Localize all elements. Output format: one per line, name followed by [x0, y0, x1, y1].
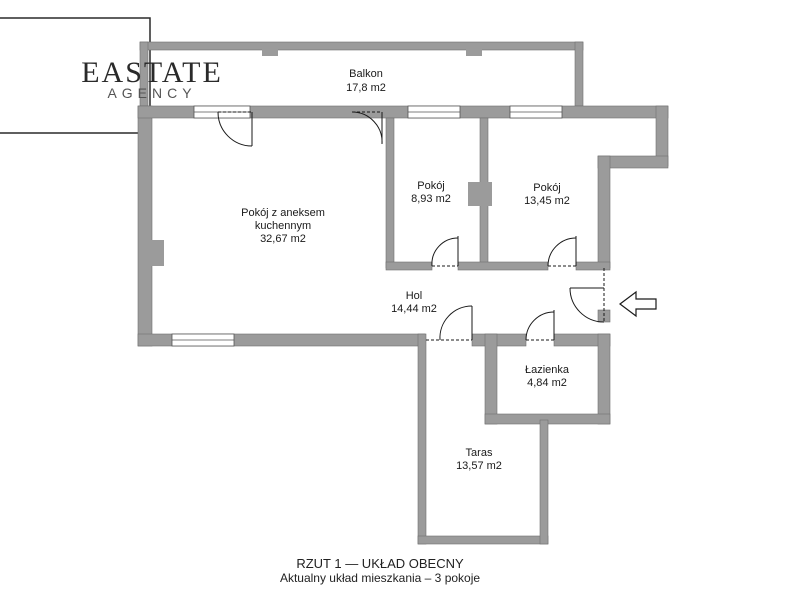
- wall-bathroom-left: [484, 333, 498, 425]
- room-name-terrace: Taras: [466, 447, 493, 459]
- doors: [217, 111, 605, 341]
- wall-terrace-left: [417, 333, 427, 545]
- wall-right-middle: [597, 155, 611, 269]
- room-area-hall: 14,44 m2: [391, 303, 437, 315]
- wall-left-column: [146, 240, 164, 266]
- door: [547, 236, 577, 267]
- wall-bedroom-bottom: [457, 261, 549, 271]
- door: [217, 111, 253, 147]
- plan-title: RZUT 1 — UKŁAD OBECNY: [296, 556, 464, 571]
- entrance-arrow-icon: [619, 290, 657, 318]
- room-name-living-line2: kuchennym: [255, 220, 311, 232]
- room-area-bathroom: 4,84 m2: [527, 377, 567, 389]
- wall-bedroom-bottom: [385, 261, 433, 271]
- room-name-bedroom-small: Pokój: [417, 180, 445, 192]
- plan-subtitle: Aktualny układ mieszkania – 3 pokoje: [279, 571, 481, 585]
- logo: [0, 17, 151, 134]
- wall-left: [137, 105, 153, 347]
- room-name-hall: Hol: [406, 290, 423, 302]
- room-area-living: 32,67 m2: [260, 233, 306, 245]
- wall-balcony-top: [139, 41, 584, 51]
- room-name-bedroom-large: Pokój: [533, 182, 561, 194]
- wall-balcony-pillar: [466, 46, 482, 56]
- logo-name: EASTATE: [81, 56, 223, 89]
- door: [525, 310, 555, 341]
- room-area-bedroom-small: 8,93 m2: [411, 193, 451, 205]
- room-area-balkon: 17,8 m2: [346, 82, 386, 94]
- logo-tagline: AGENCY: [107, 85, 196, 101]
- wall-bedrooms-column: [468, 182, 492, 206]
- door: [426, 305, 473, 341]
- door: [431, 236, 459, 267]
- windows: [171, 105, 563, 347]
- room-area-terrace: 13,57 m2: [456, 460, 502, 472]
- wall-bathroom-right: [597, 333, 611, 425]
- logo-frame: [0, 17, 151, 134]
- room-area-bedroom-large: 13,45 m2: [524, 195, 570, 207]
- room-name-living: Pokój z aneksem: [241, 207, 325, 219]
- wall-balcony-pillar: [262, 46, 278, 56]
- wall-terrace-bottom: [417, 535, 549, 545]
- room-name-bathroom: Łazienka: [525, 364, 570, 376]
- door: [351, 111, 383, 145]
- wall-bedroom-left: [385, 117, 395, 269]
- door-entrance: [569, 268, 605, 323]
- wall-terrace-right: [539, 419, 549, 545]
- wall-bedroom-bottom: [575, 261, 611, 271]
- wall-hall-bottom: [471, 333, 527, 347]
- wall-balcony-right: [574, 41, 584, 107]
- room-name-balkon: Balkon: [349, 68, 383, 80]
